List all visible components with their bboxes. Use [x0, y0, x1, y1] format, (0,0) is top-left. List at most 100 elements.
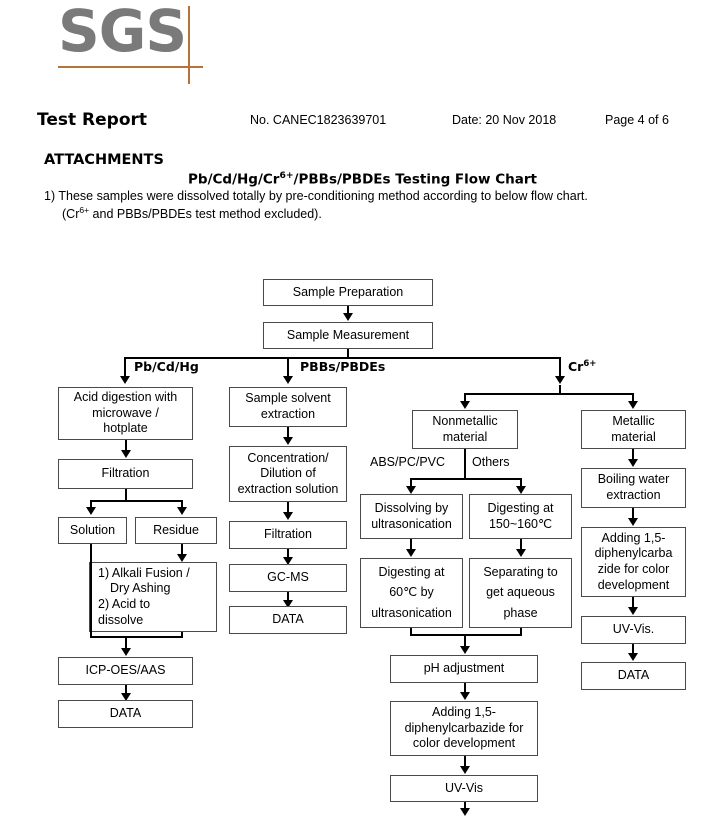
note-line-1: 1) These samples were dissolved totally …	[44, 189, 588, 203]
arrow-residue-to-alkali	[177, 554, 187, 562]
node-label: Solution	[69, 522, 116, 537]
note2-prefix: (Cr	[62, 207, 80, 222]
connector-adding2-to-uvvis	[632, 597, 634, 609]
node-label: DATA	[617, 668, 650, 683]
report-date: Date: 20 Nov 2018	[452, 113, 557, 127]
note-line-2: (Cr6+ and PBBs/PBDEs test method exclude…	[62, 205, 322, 221]
node-label-line2: diphenylcarba	[594, 546, 673, 561]
node-label-line2: 150~160℃	[488, 516, 553, 531]
sgs-logo: SGS	[58, 2, 208, 86]
arrow-merge-to-ph	[460, 646, 470, 654]
connector-boiling-to-adding	[632, 508, 634, 520]
node-uv-vis-nonmetallic: UV-Vis	[390, 775, 538, 802]
attachments-heading: ATTACHMENTS	[44, 152, 164, 168]
node-label: ICP-OES/AAS	[85, 663, 166, 678]
connector-branch-cr	[559, 357, 561, 378]
node-adding-diphenylcarbazide: Adding 1,5- diphenylcarbazide for color …	[390, 701, 538, 756]
flow-chart-title: Pb/Cd/Hg/Cr6+/PBBs/PBDEs Testing Flow Ch…	[0, 170, 725, 188]
node-label-line1: Digesting at	[487, 500, 554, 515]
connector-filtration-down	[125, 489, 127, 502]
node-label-line1: Adding 1,5-	[432, 705, 496, 720]
arrow-filtration-to-gcms	[283, 557, 293, 565]
node-label-line2: ultrasonication	[371, 516, 452, 531]
node-sample-measurement: Sample Measurement	[263, 322, 433, 349]
node-acid-digestion: Acid digestion with microwave / hotplate	[58, 387, 193, 440]
arrow-digest150-down	[516, 549, 526, 557]
connector-cr-down	[559, 385, 561, 395]
arrow-adding-to-uvvis	[460, 766, 470, 774]
node-label-line3: zide for color	[597, 562, 670, 576]
node-label: GC-MS	[267, 570, 309, 585]
arrow-to-residue	[177, 507, 187, 515]
node-icp-oes-aas: ICP-OES/AAS	[58, 657, 193, 685]
connector-main-split-bar	[124, 357, 561, 359]
route-label-abs-pc-pvc: ABS/PC/PVC	[370, 455, 446, 469]
node-data-pbbs: DATA	[229, 606, 347, 634]
connector-nonmetallic-down	[464, 449, 466, 480]
node-label-line1: Sample solvent	[245, 391, 331, 406]
arrow-ph-to-adding	[460, 692, 470, 700]
connector-cr-split-bar	[464, 393, 634, 395]
node-label: DATA	[109, 706, 142, 721]
connector-merge-to-ph	[464, 634, 466, 648]
arrow-solvent-to-conc	[283, 437, 293, 445]
arrow-conc-to-filtration	[283, 512, 293, 520]
connector-solvent-to-conc	[287, 427, 289, 439]
node-label: Residue	[153, 522, 199, 537]
arrow-dissolving-down	[406, 549, 416, 557]
arrow-digestion-to-filtration	[121, 450, 131, 458]
arrow-prep-to-measure	[343, 313, 353, 321]
connector-cr-merge-bar	[410, 634, 522, 636]
arrow-to-digest150	[516, 486, 526, 494]
route-label-others: Others	[472, 455, 510, 469]
node-label-line2: get aqueous	[486, 585, 555, 600]
node-data-pb: DATA	[58, 700, 193, 728]
logo-horizontal-rule	[58, 66, 203, 68]
arrow-icp-to-data	[121, 693, 131, 701]
node-label: Filtration	[101, 466, 150, 481]
connector-gcms-to-data	[287, 592, 289, 602]
node-label-line1: Boiling water	[597, 472, 670, 487]
connector-branch-pbbs	[287, 357, 289, 378]
node-label-line1: Digesting at	[378, 564, 445, 579]
connector-to-residue	[181, 500, 183, 509]
node-label: DATA	[272, 612, 304, 627]
node-digesting-60-ultrasonication: Digesting at 60℃ by ultrasonication	[360, 558, 463, 628]
connector-to-dissolving	[410, 478, 412, 488]
arrow-to-metallic	[628, 401, 638, 409]
node-label: Sample Preparation	[292, 284, 404, 299]
branch-label-cr6-prefix: Cr	[568, 359, 584, 375]
connector-branch-pb	[124, 357, 126, 378]
node-label-line1: 1) Alkali Fusion /	[98, 565, 190, 580]
arrow-to-nonmetallic	[460, 401, 470, 409]
node-boiling-water-extraction: Boiling water extraction	[581, 468, 686, 508]
connector-ph-to-adding	[464, 683, 466, 694]
node-separating-aqueous-phase: Separating to get aqueous phase	[469, 558, 572, 628]
arrow-branch-cr	[555, 376, 565, 384]
node-solution: Solution	[58, 517, 127, 544]
arrow-boiling-to-adding	[628, 518, 638, 526]
report-number: No. CANEC1823639701	[250, 113, 387, 127]
node-label: UV-Vis.	[612, 622, 655, 637]
note2-sup: 6+	[79, 205, 90, 215]
node-label-line2: microwave /	[92, 405, 159, 420]
connector-filtration-to-gcms	[287, 549, 289, 559]
connector-alkali-down	[181, 632, 183, 638]
arrow-to-solution	[86, 507, 96, 515]
node-label: pH adjustment	[423, 661, 505, 676]
node-metallic-material: Metallic material	[581, 410, 686, 449]
page-title: Test Report	[37, 110, 148, 130]
node-label-line3: color development	[412, 736, 516, 751]
branch-label-cr6-sup: 6+	[583, 359, 597, 369]
node-label-line2: extraction	[260, 407, 316, 421]
arrow-branch-pbbs	[283, 376, 293, 384]
connector-dissolving-down	[410, 539, 412, 551]
node-alkali-fusion: 1) Alkali Fusion / Dry Ashing 2) Acid to…	[89, 562, 217, 632]
node-sample-preparation: Sample Preparation	[263, 279, 433, 306]
node-label-line1: Dissolving by	[374, 500, 449, 515]
connector-merge-to-icp	[125, 636, 127, 650]
node-label-line1: Adding 1,5-	[601, 530, 666, 545]
logo-vertical-rule	[188, 6, 190, 84]
connector-to-nonmetallic	[464, 393, 466, 403]
